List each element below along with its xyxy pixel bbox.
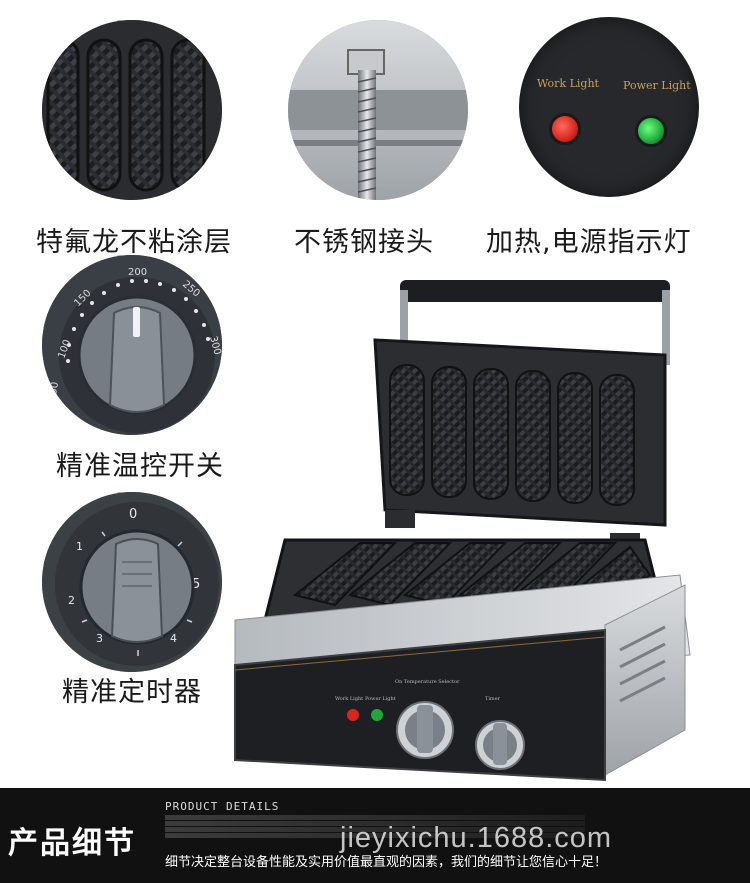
footer-bar xyxy=(0,788,750,883)
thermo-tick-200: 200 xyxy=(128,267,147,278)
steel-joint-photo xyxy=(288,20,468,200)
thermostat-photo: 50 100 150 200 250 300 xyxy=(42,255,222,435)
panel-work-light-label: Work Light xyxy=(335,696,363,702)
footer-description: 细节决定整台设备性能及实用价值最直观的因素，我们的细节让您信心十足！ xyxy=(165,855,608,870)
teflon-plate-photo xyxy=(42,20,222,200)
work-light-label: Work Light xyxy=(537,77,599,90)
timer-dial: 0 1 2 3 4 5 xyxy=(42,492,222,672)
thermostat-dial: 50 100 150 200 250 300 xyxy=(42,255,222,435)
timer-tick-0: 0 xyxy=(129,507,137,522)
waffle-mold-graphic xyxy=(42,20,222,200)
timer-tick-5: 5 xyxy=(192,577,200,592)
panel-power-lamp-icon xyxy=(371,709,383,721)
work-lamp-red-icon xyxy=(549,113,581,145)
caption-teflon-coating: 特氟龙不粘涂层 xyxy=(36,227,232,258)
thermo-tick-300: 300 xyxy=(207,335,222,356)
panel-timer-knob-icon xyxy=(493,723,507,765)
panel-thermostat-knob-icon xyxy=(417,705,433,753)
timer-tick-4: 4 xyxy=(170,632,177,645)
caption-steel-joint: 不锈钢接头 xyxy=(294,227,434,258)
panel-power-light-label: Power Light xyxy=(365,696,396,702)
panel-work-lamp-icon xyxy=(347,709,359,721)
caption-indicator-lights: 加热,电源指示灯 xyxy=(486,227,692,258)
timer-photo: 0 1 2 3 4 5 xyxy=(42,492,222,672)
caption-timer: 精准定时器 xyxy=(62,677,202,708)
timer-tick-2: 2 xyxy=(68,594,75,607)
caption-thermostat: 精准温控开关 xyxy=(56,451,224,482)
panel-temp-label: On Temperature Selector xyxy=(395,679,460,685)
steel-hose-graphic xyxy=(288,20,468,200)
footer-title: 产品细节 xyxy=(8,826,136,861)
waffle-machine-product-image: Work Light Power Light On Temperature Se… xyxy=(234,280,691,782)
thermostat-pointer-icon xyxy=(133,307,140,337)
timer-tick-1: 1 xyxy=(76,540,83,553)
thermo-tick-50: 50 xyxy=(48,381,61,395)
power-lamp-green-icon xyxy=(635,115,667,147)
panel-timer-label: Timer xyxy=(485,696,501,702)
footer-watermark: jieyixichu.1688.com xyxy=(340,822,613,854)
indicator-lights-photo: Work Light Power Light xyxy=(519,17,699,197)
timer-tick-3: 3 xyxy=(96,632,103,645)
footer-english-title: PRODUCT DETAILS xyxy=(165,800,280,813)
power-light-label: Power Light xyxy=(623,79,691,92)
footer-decorative-text-lines xyxy=(165,815,585,839)
